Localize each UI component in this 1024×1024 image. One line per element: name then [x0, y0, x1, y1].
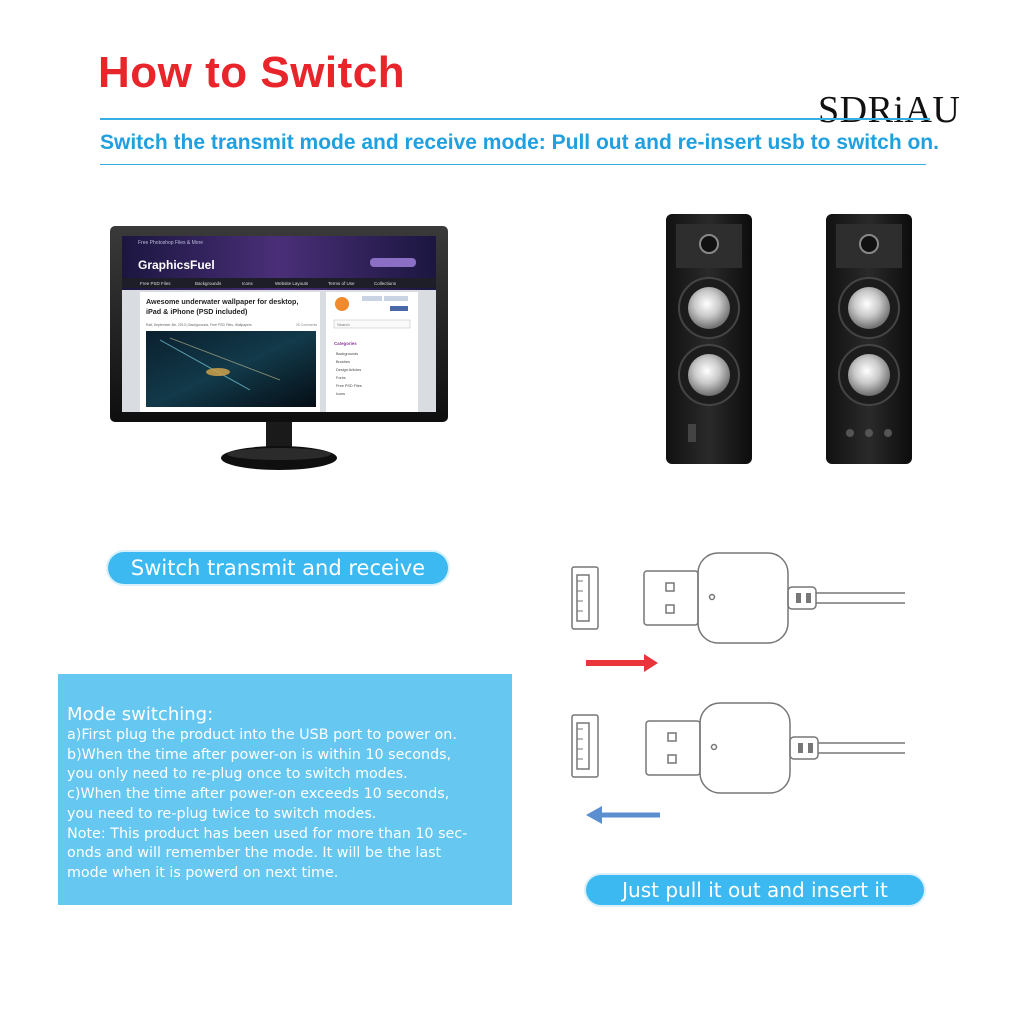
instruction-line: c)When the time after power-on exceeds 1… [67, 786, 450, 803]
pull-out-insert-label: Just pull it out and insert it [586, 875, 924, 905]
screen-post-title: iPad & iPhone (PSD included) [146, 307, 248, 316]
divider [100, 164, 926, 165]
usb-port-icon [571, 566, 599, 630]
bluetooth-adapter-icon [697, 552, 789, 644]
monitor-illustration: Free Photoshop Files & More GraphicsFuel… [110, 226, 448, 470]
screen-nav-item: Icons [242, 281, 254, 286]
page-title: How to Switch [98, 48, 406, 97]
screen-site-name: GraphicsFuel [138, 258, 215, 272]
screen-nav-item: Terms of Use [328, 281, 355, 286]
screen-top-link: Free Photoshop Files & More [138, 240, 203, 246]
brand-logo-text: SDRiAU [818, 89, 961, 131]
instruction-line: a)First plug the product into the USB po… [67, 727, 457, 743]
speaker-left [666, 214, 752, 464]
instruction-line: onds and will remember the mode. It will… [67, 845, 442, 862]
screen-category: Fonts [336, 376, 346, 380]
screen-category: Icons [336, 392, 345, 396]
instruction-line: you only need to re-plug once to switch … [67, 766, 408, 783]
arrow-right-icon [586, 654, 658, 672]
usb-port-icon [571, 714, 599, 778]
subtitle: Switch the transmit mode and receive mod… [100, 131, 939, 154]
speaker-right [826, 214, 912, 464]
bluetooth-adapter-icon [699, 702, 791, 794]
instruction-line: Note: This product has been used for mor… [67, 825, 468, 842]
screen-search-label: Search [337, 322, 350, 327]
screen-categories-title: Categories [334, 341, 357, 346]
rss-icon [335, 297, 349, 311]
screen-category: Free PSD Files [336, 384, 362, 388]
screen-nav-item: Website Layouts [275, 281, 309, 286]
screen-nav-item: Collections [374, 281, 397, 286]
screen-post-title: Awesome underwater wallpaper for desktop… [146, 297, 298, 306]
arrow-left-icon [586, 806, 660, 824]
divider [100, 118, 930, 120]
screen-category: Design Articles [336, 368, 361, 372]
usb-pull-out-diagram [571, 702, 905, 824]
screen-category: Brushes [336, 360, 350, 364]
instruction-line: b)When the time after power-on is within… [67, 746, 452, 763]
instruction-line: you need to re-plug twice to switch mode… [67, 805, 377, 822]
screen-wallpaper-image [146, 331, 316, 407]
instruction-line: mode when it is powerd on next time. [67, 864, 339, 881]
usb-plug-icon [643, 570, 699, 626]
screen-comments: 25 Comments [296, 323, 317, 327]
screen-post-meta: Ralf, September 4th, 2010 | Backgrounds,… [146, 323, 252, 327]
instructions-heading: Mode switching: [67, 704, 214, 725]
speakers-illustration [666, 214, 912, 464]
mode-switching-instructions: Mode switching: a)First plug the product… [58, 674, 512, 905]
switch-transmit-receive-label: Switch transmit and receive [108, 552, 448, 584]
screen-nav-item: Backgrounds [195, 281, 222, 286]
usb-plug-icon [645, 720, 701, 776]
usb-plug-in-diagram [571, 552, 905, 672]
screen-nav-item: Free PSD Files [140, 281, 171, 286]
screen-category: Backgrounds [336, 352, 358, 356]
